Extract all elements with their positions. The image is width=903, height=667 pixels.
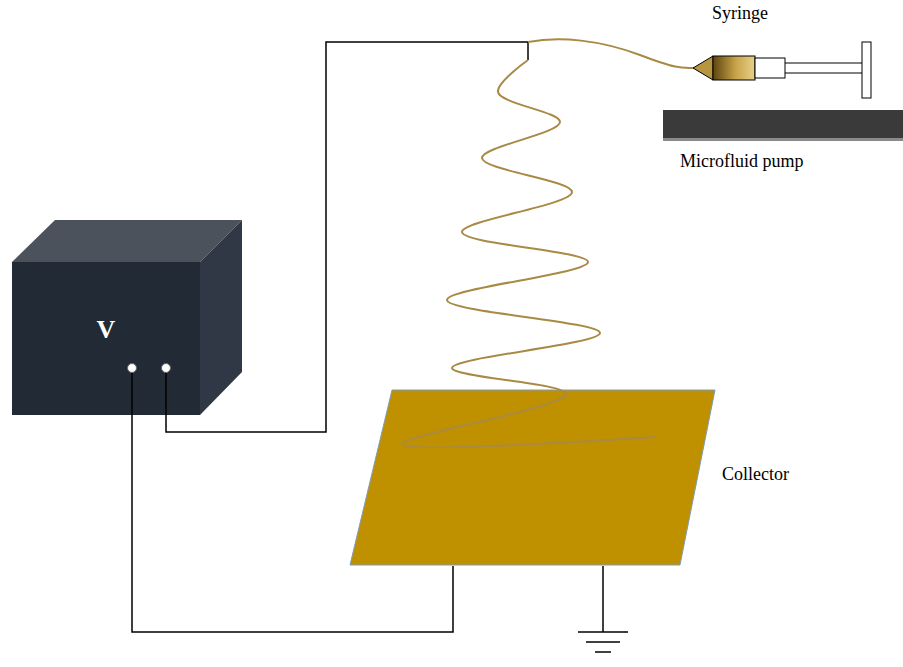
power-supply-box: V xyxy=(12,218,244,415)
fiber-jet xyxy=(402,60,655,447)
box-side xyxy=(200,220,242,415)
ground-line xyxy=(586,641,620,643)
syringe-tip xyxy=(693,56,713,80)
needle xyxy=(527,42,529,60)
part-label: Collector xyxy=(722,464,789,486)
part-label: Syringe xyxy=(712,3,768,25)
terminal-wire xyxy=(131,368,133,415)
node-outline xyxy=(12,218,244,415)
terminal xyxy=(162,364,171,373)
syringe-barrel xyxy=(713,56,755,80)
ground-wire xyxy=(602,566,604,632)
plunger-rod xyxy=(785,63,862,64)
ground-line xyxy=(578,631,628,633)
collector-shape xyxy=(350,390,715,565)
plunger-rod xyxy=(785,73,862,74)
node-outline xyxy=(348,388,718,566)
pump-bar-edge xyxy=(663,138,903,141)
part-label: Microfluid pump xyxy=(680,151,804,173)
syringe-barrel-end xyxy=(755,58,785,78)
terminal-wire xyxy=(165,368,167,415)
box-front xyxy=(12,262,200,415)
syringe xyxy=(693,42,871,98)
pump-bar xyxy=(663,110,903,140)
terminal xyxy=(128,364,137,373)
ground-symbol xyxy=(578,566,628,652)
plunger-handle xyxy=(862,42,871,98)
ground-line xyxy=(595,651,611,653)
feed-tube xyxy=(528,39,695,68)
collector-plate: Collector xyxy=(348,388,718,566)
voltage-symbol: V xyxy=(97,314,116,345)
